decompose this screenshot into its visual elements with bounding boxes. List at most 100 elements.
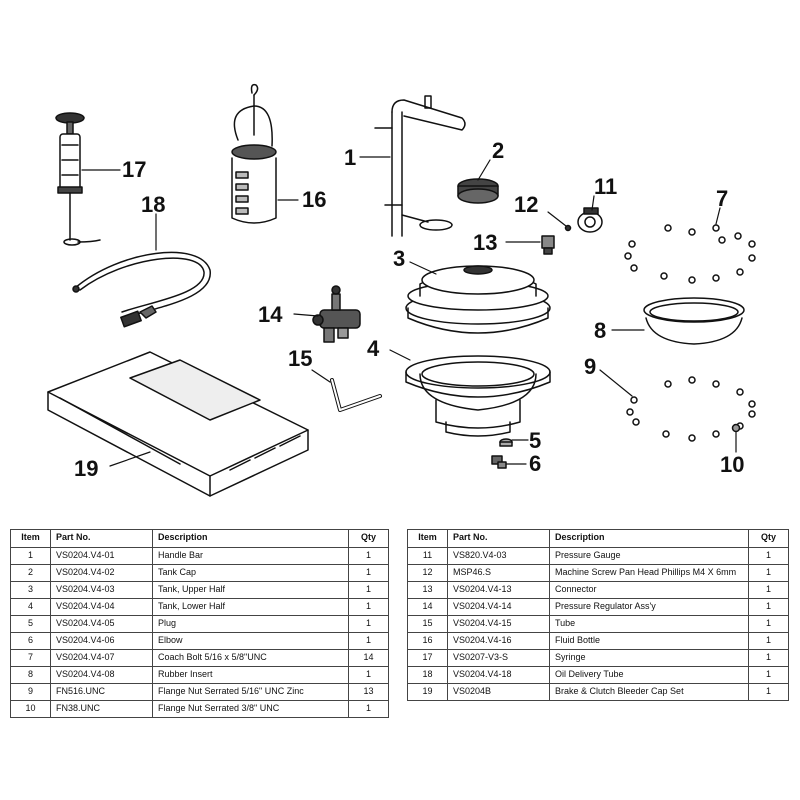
callout-3: 3	[393, 246, 405, 271]
cell-description: Fluid Bottle	[549, 632, 749, 650]
cell-qty: 1	[748, 649, 789, 667]
cell-part-no: VS0204B	[447, 683, 550, 701]
cell-part-no: VS0204.V4-03	[50, 581, 153, 599]
cell-part-no: VS0204.V4-05	[50, 615, 153, 633]
cell-qty: 1	[348, 547, 389, 565]
callout-19: 19	[74, 456, 98, 481]
cell-description: Brake & Clutch Bleeder Cap Set	[549, 683, 749, 701]
cell-part-no: VS0204.V4-14	[447, 598, 550, 616]
cell-description: Handle Bar	[152, 547, 349, 565]
rubber-insert-part	[643, 297, 745, 345]
cell-item: 12	[407, 564, 448, 582]
exploded-parts-diagram: 1 2 3 4 5 6 7 8 9 10 11 12 13 14 15 16 1…	[47, 83, 756, 497]
cell-part-no: VS820.V4-03	[447, 547, 550, 565]
cell-item: 11	[407, 547, 448, 565]
callout-15: 15	[288, 346, 312, 371]
plug-part	[499, 438, 513, 447]
callout-2: 2	[492, 138, 504, 163]
header-qty: Qty	[348, 529, 389, 548]
cell-description: Tank, Lower Half	[152, 598, 349, 616]
header-qty: Qty	[748, 529, 789, 548]
tank-upper-half-part	[405, 265, 551, 334]
cell-item: 3	[10, 581, 51, 599]
cell-qty: 1	[748, 632, 789, 650]
handle-bar-part	[374, 95, 466, 237]
callout-1: 1	[344, 145, 356, 170]
callout-17: 17	[122, 157, 146, 182]
cell-description: Flange Nut Serrated 5/16" UNC Zinc	[152, 683, 349, 701]
cell-description: Coach Bolt 5/16 x 5/8"UNC	[152, 649, 349, 667]
cell-qty: 1	[348, 700, 389, 718]
cell-description: Plug	[152, 615, 349, 633]
cell-item: 1	[10, 547, 51, 565]
cell-qty: 1	[348, 632, 389, 650]
callout-4: 4	[367, 336, 380, 361]
cell-item: 5	[10, 615, 51, 633]
cell-part-no: VS0207-V3-S	[447, 649, 550, 667]
cell-part-no: VS0204.V4-18	[447, 666, 550, 684]
cell-item: 13	[407, 581, 448, 599]
cell-part-no: VS0204.V4-13	[447, 581, 550, 599]
cell-item: 18	[407, 666, 448, 684]
callout-5: 5	[529, 428, 541, 453]
connector-part	[541, 235, 555, 255]
cell-description: Tank, Upper Half	[152, 581, 349, 599]
tube-part	[330, 378, 382, 412]
tank-lower-half-part	[405, 355, 551, 437]
cell-item: 19	[407, 683, 448, 701]
cell-qty: 1	[748, 666, 789, 684]
cell-item: 2	[10, 564, 51, 582]
cell-part-no: VS0204.V4-08	[50, 666, 153, 684]
coach-bolts-part	[624, 224, 756, 284]
cell-part-no: FN38.UNC	[50, 700, 153, 718]
tank-cap-part	[457, 178, 499, 204]
callout-11: 11	[594, 174, 617, 199]
cell-item: 15	[407, 615, 448, 633]
cell-description: Rubber Insert	[152, 666, 349, 684]
callout-18: 18	[141, 192, 165, 217]
cell-qty: 13	[348, 683, 389, 701]
cell-qty: 1	[748, 564, 789, 582]
elbow-part	[491, 455, 507, 469]
cell-part-no: VS0204.V4-16	[447, 632, 550, 650]
flange-nuts-part	[626, 376, 756, 442]
cell-part-no: VS0204.V4-02	[50, 564, 153, 582]
cell-description: Tank Cap	[152, 564, 349, 582]
table-header-row: Item Part No. Description Qty	[10, 529, 389, 548]
header-item: Item	[10, 529, 51, 548]
header-part-no: Part No.	[447, 529, 550, 548]
cell-qty: 1	[748, 683, 789, 701]
oil-delivery-tube-part	[72, 251, 211, 328]
cell-qty: 1	[348, 581, 389, 599]
cell-qty: 1	[348, 615, 389, 633]
pressure-regulator-part	[312, 285, 361, 343]
carrying-case-part	[47, 351, 309, 497]
pressure-gauge-part	[577, 207, 603, 233]
header-item: Item	[407, 529, 448, 548]
cell-description: Syringe	[549, 649, 749, 667]
cell-description: Pressure Gauge	[549, 547, 749, 565]
cell-item: 7	[10, 649, 51, 667]
callout-16: 16	[302, 187, 326, 212]
cell-description: Tube	[549, 615, 749, 633]
cell-part-no: VS0204.V4-07	[50, 649, 153, 667]
cell-qty: 1	[348, 564, 389, 582]
cell-qty: 1	[748, 547, 789, 565]
callout-7: 7	[716, 186, 728, 211]
cell-qty: 14	[348, 649, 389, 667]
cell-qty: 1	[348, 598, 389, 616]
